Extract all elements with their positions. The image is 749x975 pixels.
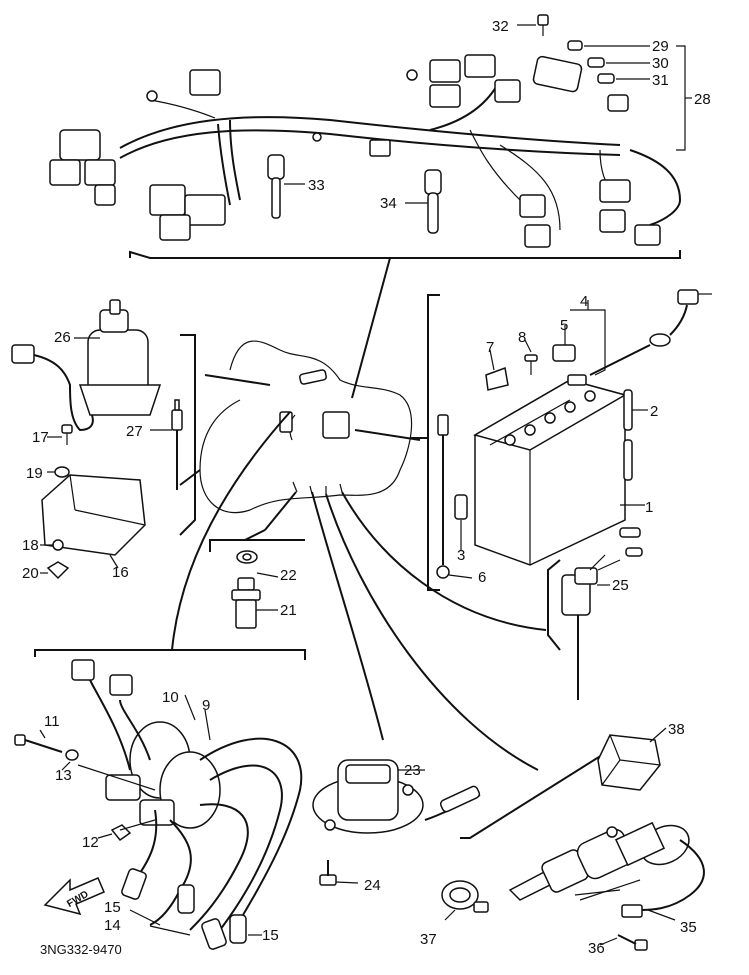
label-8: 8	[518, 329, 526, 346]
label-34: 34	[380, 195, 397, 212]
label-28: 28	[694, 91, 711, 108]
ignition-switch	[11, 299, 162, 432]
label-13: 13	[55, 767, 72, 784]
label-33: 33	[308, 177, 325, 194]
label-27: 27	[126, 423, 143, 440]
label-36: 36	[588, 940, 605, 957]
label-7: 7	[486, 339, 494, 356]
label-25: 25	[612, 577, 629, 594]
label-31: 31	[652, 72, 669, 89]
label-18: 18	[22, 537, 39, 554]
label-26: 26	[54, 329, 71, 346]
forward-arrow	[43, 877, 105, 916]
label-23: 23	[404, 762, 421, 779]
label-29: 29	[652, 38, 669, 55]
label-35: 35	[680, 919, 697, 936]
part-27	[150, 399, 183, 490]
diagram-code: 3NG332-9470	[40, 942, 122, 957]
label-11: 11	[44, 713, 60, 730]
battery	[454, 374, 627, 566]
label-30: 30	[652, 55, 669, 72]
coil-hardware	[14, 729, 156, 842]
label-20: 20	[22, 565, 39, 582]
screw-36	[599, 934, 648, 951]
label-19: 19	[26, 465, 43, 482]
label-12: 12	[82, 834, 99, 851]
label-24: 24	[364, 877, 381, 894]
label-38: 38	[668, 721, 685, 738]
relay-23	[312, 759, 481, 834]
label-21: 21	[280, 602, 297, 619]
label-14: 14	[104, 917, 121, 934]
frame-outline	[199, 340, 413, 514]
label-9: 9	[202, 697, 210, 714]
regulator-group	[40, 424, 146, 580]
wire-harness	[49, 54, 682, 248]
part-labels: 1 2 3 4 5 6 7 8 9 10 11 12 13 14 15 15 1…	[22, 18, 711, 957]
label-15b: 15	[262, 927, 279, 944]
label-1: 1	[645, 499, 653, 516]
small-parts-28-group	[517, 14, 692, 151]
label-6: 6	[478, 569, 486, 586]
keys	[267, 154, 442, 234]
label-32: 32	[492, 18, 509, 35]
ignition-coils	[71, 659, 303, 950]
label-16: 16	[112, 564, 129, 581]
label-22: 22	[280, 567, 297, 584]
label-4: 4	[580, 293, 588, 310]
label-2: 2	[650, 403, 658, 420]
bolt-24	[319, 860, 359, 886]
label-5: 5	[560, 317, 568, 334]
label-3: 3	[457, 547, 465, 564]
clamp-37	[441, 880, 489, 921]
label-37: 37	[420, 931, 437, 948]
starter-relay	[561, 527, 643, 700]
battery-hardware	[485, 300, 606, 391]
label-10: 10	[162, 689, 179, 706]
label-15a: 15	[104, 899, 121, 916]
label-17: 17	[32, 429, 49, 446]
parts-21-22	[209, 491, 305, 629]
part-35	[508, 821, 705, 921]
part-38	[597, 727, 667, 791]
